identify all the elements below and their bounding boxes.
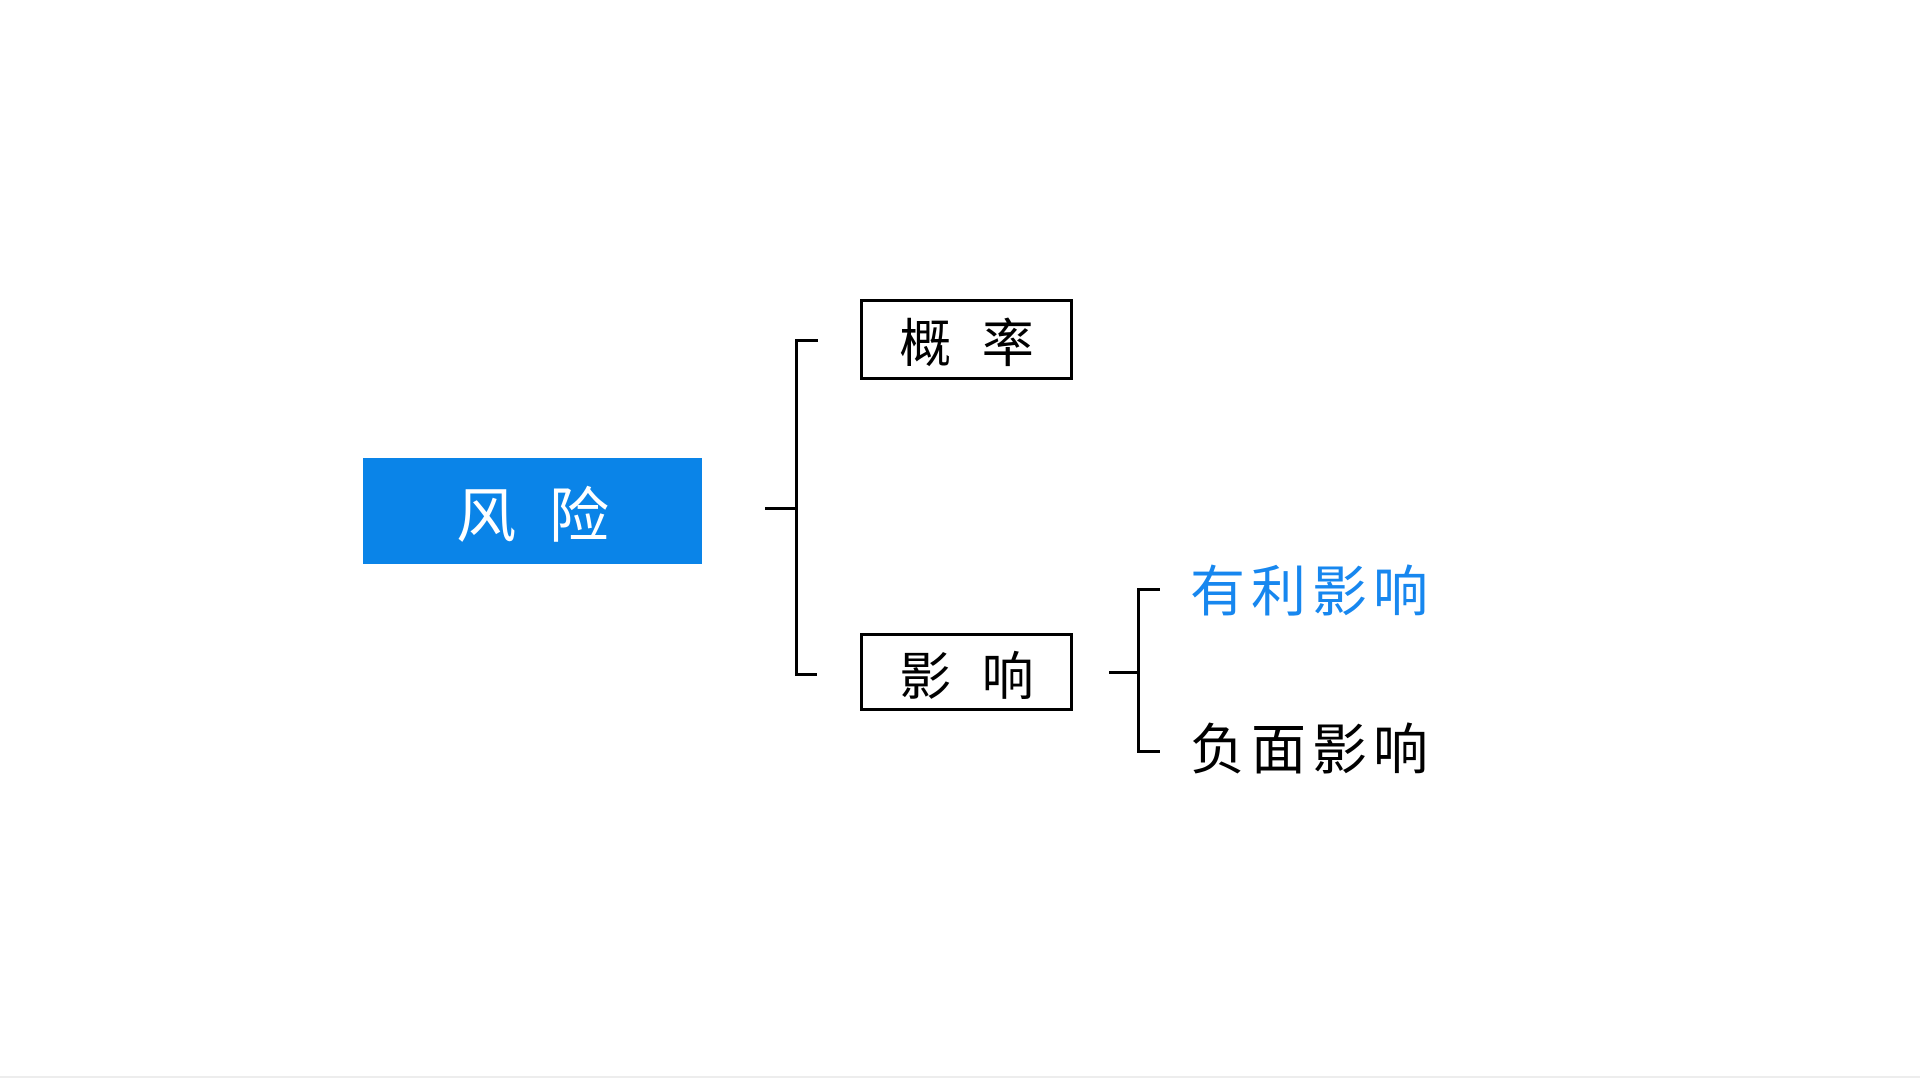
connector-right-bracket-hook-bottom xyxy=(1137,750,1160,753)
connector-impact-stub xyxy=(1109,671,1140,674)
connector-left-bracket-hook-bottom xyxy=(795,673,817,676)
connector-right-bracket-hook-top xyxy=(1137,588,1160,591)
label-favorable-impact: 有利影响 xyxy=(1190,561,1435,623)
node-probability: 概 率 xyxy=(860,299,1073,380)
node-impact: 影 响 xyxy=(860,633,1073,711)
connector-left-bracket-vertical xyxy=(795,339,798,676)
page-bottom-edge xyxy=(0,1076,1920,1078)
connector-left-bracket-hook-top xyxy=(795,339,818,342)
connector-right-bracket-vertical xyxy=(1137,588,1140,753)
connector-root-stub xyxy=(765,507,798,510)
label-negative-impact: 负面影响 xyxy=(1190,719,1435,781)
node-risk: 风 险 xyxy=(363,458,702,564)
